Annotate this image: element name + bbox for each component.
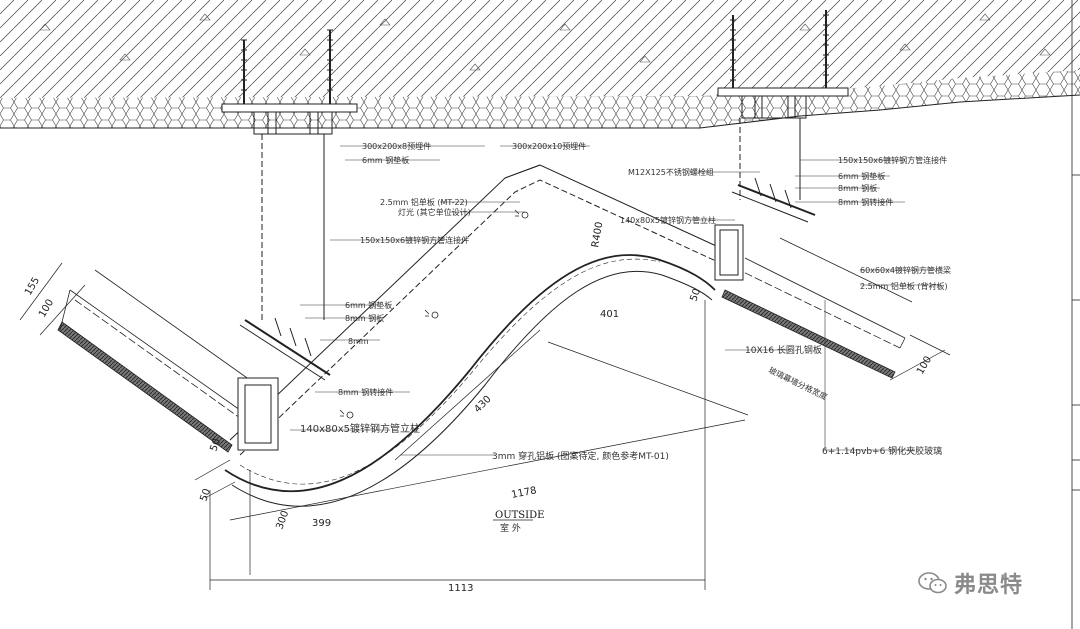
label-emb1: 300x200x8预埋件 bbox=[362, 141, 431, 151]
dim-50-b: 50 bbox=[198, 487, 213, 503]
watermark-text: 弗思特 bbox=[954, 573, 1024, 598]
label-alu25-right: 2.5mm 铝单板 (背衬板) bbox=[860, 281, 948, 291]
concrete-slab bbox=[0, 0, 1080, 129]
dimension-labels: 155 100 100 430 1178 1113 300 399 401 50… bbox=[23, 221, 934, 594]
light-fixture-icons bbox=[339, 209, 529, 419]
label-outside-en: OUTSIDE bbox=[495, 510, 544, 521]
dimension-lines bbox=[19, 262, 951, 590]
dim-1178: 1178 bbox=[510, 485, 537, 501]
label-tube60: 60x60x4镀锌钢方管横梁 bbox=[860, 265, 951, 275]
label-steel8-right-2: 8mm 钢转接件 bbox=[838, 197, 893, 207]
label-steel6-left: 6mm 钢垫板 bbox=[345, 300, 392, 310]
annotation-labels: 300x200x8预埋件 6mm 钢垫板 300x200x10预埋件 2.5mm… bbox=[300, 141, 951, 534]
label-light: 灯光 (其它单位设计) bbox=[398, 207, 471, 217]
label-outside-cn: 室 外 bbox=[500, 522, 521, 534]
label-m12: M12X125不锈钢螺栓组 bbox=[628, 167, 714, 177]
right-embed-plate bbox=[717, 10, 849, 200]
right-bracket bbox=[714, 177, 816, 281]
label-perf-alu: 3mm 穿孔铝板 (图案待定, 颜色参考MT-01) bbox=[492, 450, 669, 462]
label-tube140-right: 140x80x5镀锌钢方管立柱 bbox=[620, 215, 716, 225]
label-emb2: 300x200x10预埋件 bbox=[512, 141, 586, 151]
dim-300: 300 bbox=[274, 509, 291, 531]
dim-399: 399 bbox=[312, 518, 331, 529]
alu-cladding-body bbox=[229, 164, 726, 456]
label-steel6-right: 6mm 钢垫板 bbox=[838, 171, 885, 181]
left-bracket bbox=[237, 317, 331, 451]
dim-50-a: 50 bbox=[208, 437, 223, 453]
label-glass: 6+1.14pvb+6 钢化夹胶玻璃 bbox=[822, 445, 942, 457]
right-glass-panel bbox=[721, 237, 913, 379]
label-steel8-left-2: 8mm bbox=[348, 337, 369, 346]
title-block-edge bbox=[1071, 0, 1080, 629]
label-tube150-left: 150x150x6镀锌钢方管连接件 bbox=[360, 235, 469, 245]
label-hole-plate: 10X16 长圆孔钢板 bbox=[745, 344, 822, 356]
leader-lines bbox=[290, 145, 940, 456]
left-glass-panel bbox=[57, 269, 251, 453]
dim-1113: 1113 bbox=[448, 583, 473, 594]
watermark: 弗思特 bbox=[918, 565, 1068, 601]
label-steel8-right: 8mm 钢板 bbox=[838, 183, 877, 193]
label-tube140-left: 140x80x5镀锌钢方管立柱 bbox=[300, 422, 420, 435]
perforated-curve bbox=[224, 254, 716, 507]
label-sub-sep: 玻璃幕墙分格宽度 bbox=[767, 365, 829, 402]
dim-50-c: 50 bbox=[688, 287, 703, 303]
dim-401: 401 bbox=[600, 309, 619, 320]
wechat-icon bbox=[918, 572, 947, 594]
label-steel8-left-3: 8mm 钢转接件 bbox=[338, 387, 393, 397]
label-alu-mt22: 2.5mm 铝单板 (MT-22) bbox=[380, 197, 468, 207]
label-steel8-left: 8mm 钢板 bbox=[345, 313, 384, 323]
label-tube150-right: 150x150x6镀锌钢方管连接件 bbox=[838, 155, 947, 165]
dim-100-left: 100 bbox=[37, 297, 56, 319]
label-steel6-top: 6mm 钢垫板 bbox=[362, 155, 409, 165]
left-embed-plate bbox=[221, 29, 358, 320]
dim-r400: R400 bbox=[590, 221, 605, 249]
